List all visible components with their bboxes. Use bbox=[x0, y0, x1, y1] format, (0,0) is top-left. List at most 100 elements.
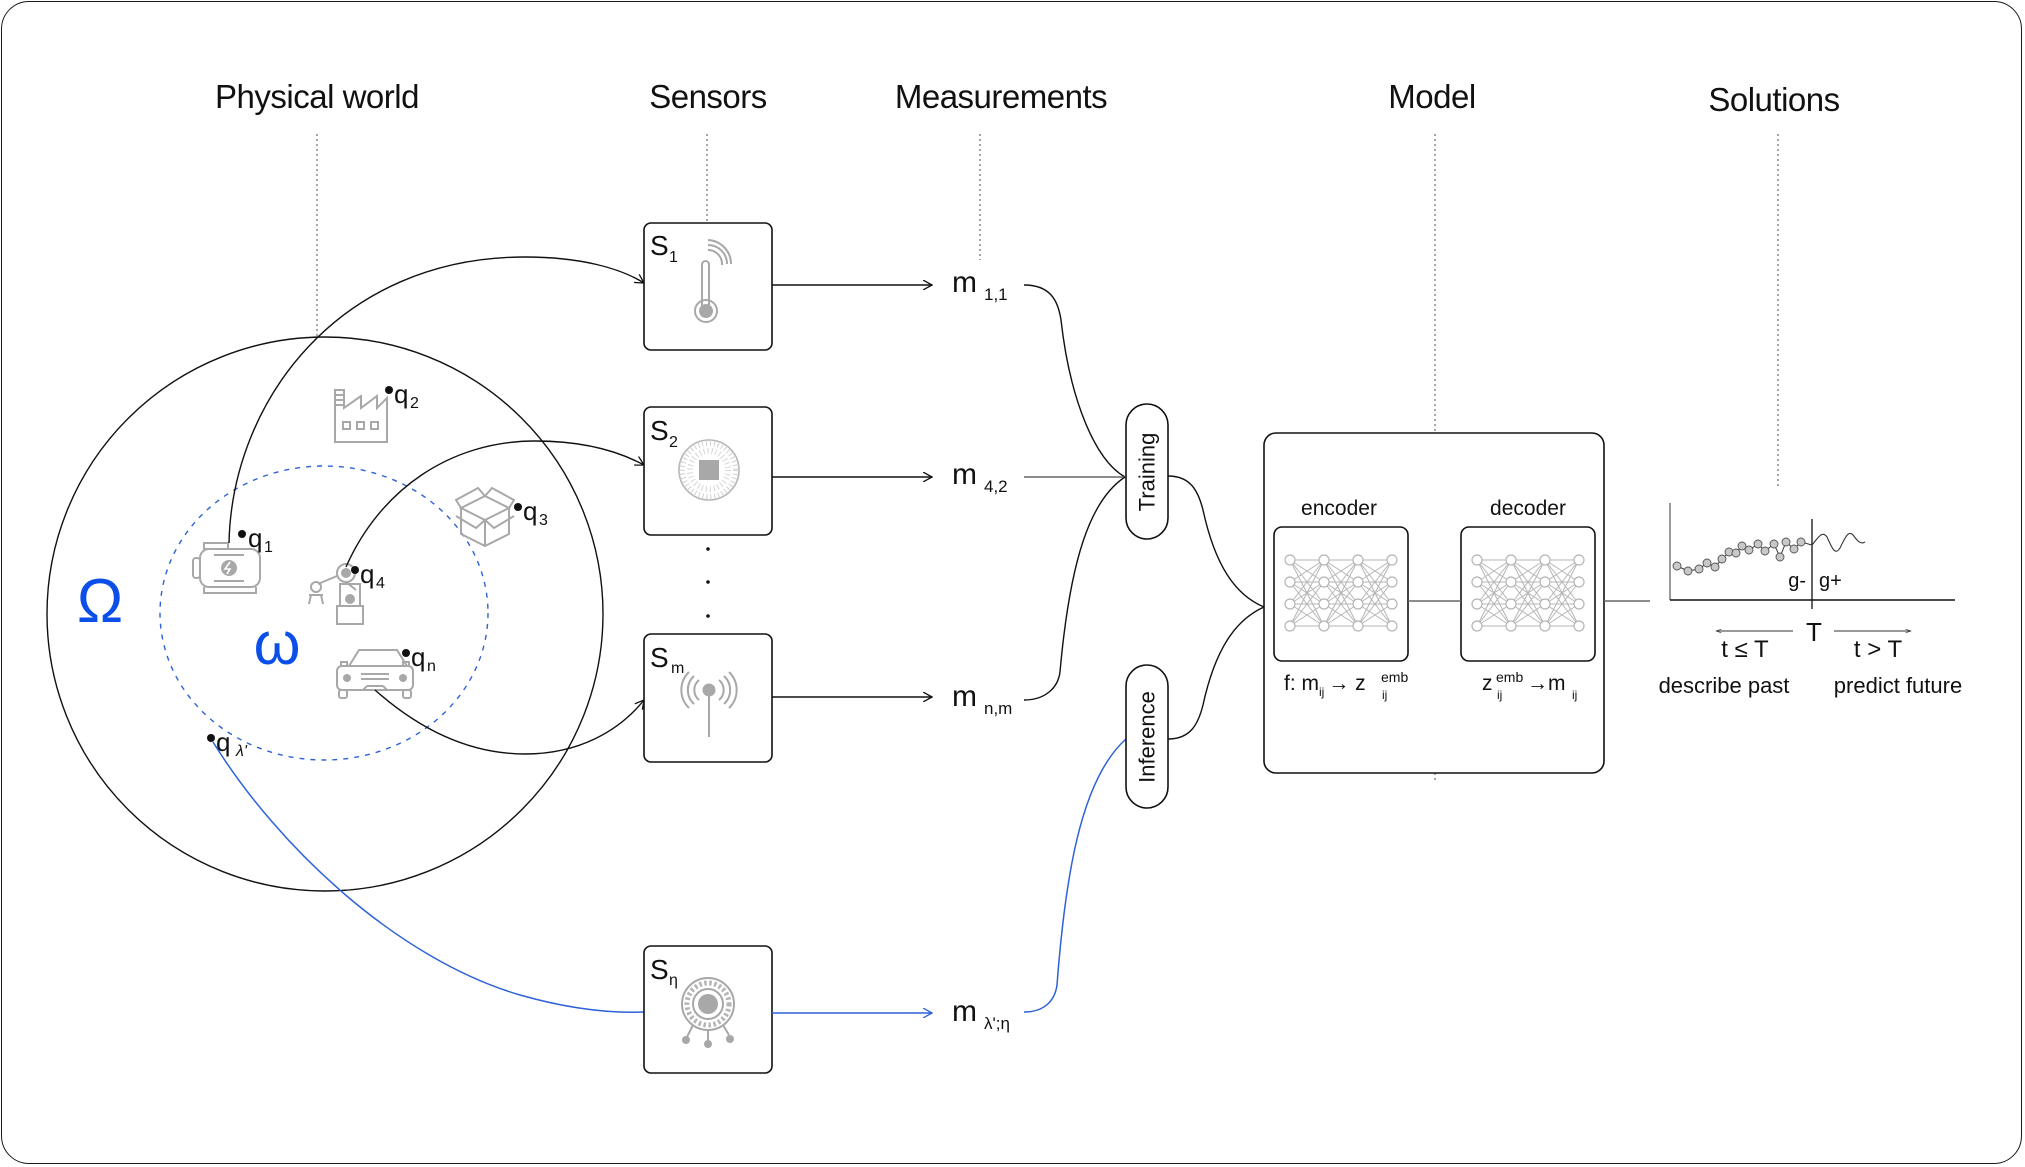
solutions-chart: g- g+ T t ≤ T t > T describe past predic… bbox=[1659, 503, 1962, 698]
describe-past-label: describe past bbox=[1659, 673, 1790, 698]
measurement-m-lambda-eta: m λ';η bbox=[952, 995, 1010, 1033]
sensor-s-eta[interactable]: S η bbox=[643, 945, 773, 1074]
svg-text:emb: emb bbox=[1496, 669, 1523, 685]
factory-icon bbox=[334, 389, 388, 443]
nn-edge bbox=[1323, 559, 1359, 583]
sensor-s2[interactable]: S 2 bbox=[643, 406, 773, 536]
sensor-s1[interactable]: S 1 bbox=[643, 222, 773, 351]
svg-text:Inference: Inference bbox=[1135, 691, 1160, 783]
svg-text:S: S bbox=[650, 230, 669, 261]
svg-text:2: 2 bbox=[410, 395, 419, 412]
svg-text:ij: ij bbox=[1382, 688, 1387, 702]
past-series-point bbox=[1775, 552, 1785, 562]
svg-text:q: q bbox=[216, 727, 230, 757]
svg-text:λ': λ' bbox=[235, 743, 248, 760]
nn-node bbox=[1471, 554, 1483, 566]
point-q3: q 3 bbox=[514, 496, 548, 529]
nn-node bbox=[1318, 554, 1330, 566]
inference-phase[interactable]: Inference bbox=[1125, 664, 1169, 809]
nn-node bbox=[1505, 620, 1517, 632]
robot-arm-icon bbox=[308, 563, 364, 625]
svg-text:η: η bbox=[669, 972, 678, 989]
nn-edge bbox=[1476, 581, 1512, 627]
svg-text:4,2: 4,2 bbox=[984, 477, 1008, 496]
domain-omega-circle bbox=[46, 336, 604, 892]
nn-node bbox=[1284, 620, 1296, 632]
nn-node bbox=[1539, 598, 1551, 610]
link-training-to-model bbox=[1167, 475, 1265, 608]
svg-text:1: 1 bbox=[264, 539, 273, 556]
past-series-points bbox=[1672, 537, 1806, 576]
sensor-sm[interactable]: S m bbox=[643, 633, 773, 763]
nn-node bbox=[1352, 620, 1364, 632]
svg-text:m: m bbox=[671, 660, 684, 677]
past-series-point bbox=[1789, 544, 1799, 554]
chip-sensor-icon bbox=[678, 439, 740, 501]
nn-node bbox=[1505, 554, 1517, 566]
nn-node bbox=[1573, 554, 1585, 566]
nn-node bbox=[1505, 598, 1517, 610]
nn-edge bbox=[1476, 603, 1512, 627]
antenna-icon bbox=[680, 671, 738, 737]
nn-node bbox=[1386, 620, 1398, 632]
svg-text:S: S bbox=[650, 954, 669, 985]
past-series-point bbox=[1717, 554, 1727, 564]
nn-edge bbox=[1476, 559, 1512, 627]
svg-text:S: S bbox=[650, 642, 669, 673]
measurement-mnm: m n,m bbox=[952, 680, 1012, 718]
omega-small-label: ω bbox=[254, 610, 301, 677]
nn-edge bbox=[1357, 559, 1393, 605]
nn-node bbox=[1386, 598, 1398, 610]
svg-text:q: q bbox=[360, 559, 374, 589]
encoder-formula: f: mij→ z ij emb bbox=[1284, 669, 1408, 702]
nn-node bbox=[1386, 576, 1398, 588]
subdomain-omega-ellipse bbox=[159, 465, 489, 761]
nn-edge bbox=[1510, 559, 1546, 583]
past-condition: t ≤ T bbox=[1721, 636, 1769, 663]
nn-edge bbox=[1323, 559, 1359, 605]
nn-node bbox=[1284, 576, 1296, 588]
svg-text:3: 3 bbox=[539, 512, 548, 529]
svg-text:4: 4 bbox=[376, 575, 385, 592]
nn-edge bbox=[1289, 559, 1325, 605]
past-series-point bbox=[1769, 539, 1779, 549]
g-plus-label: g+ bbox=[1819, 570, 1842, 592]
header-measurements: Measurements bbox=[895, 78, 1107, 115]
nn-node bbox=[1573, 620, 1585, 632]
measurement-m11: m 1,1 bbox=[952, 266, 1008, 304]
link-qn-to-sm bbox=[374, 689, 644, 755]
T-label: T bbox=[1806, 617, 1822, 647]
decoder-formula: z ij emb →m ij bbox=[1482, 669, 1577, 702]
point-q1: q 1 bbox=[238, 523, 273, 556]
past-series-point bbox=[1731, 548, 1741, 558]
nn-node bbox=[1573, 576, 1585, 588]
svg-text:1,1: 1,1 bbox=[984, 285, 1008, 304]
point-q2: q 2 bbox=[385, 379, 419, 412]
nn-edge bbox=[1510, 559, 1546, 627]
nn-node bbox=[1471, 620, 1483, 632]
past-series-point bbox=[1702, 558, 1712, 568]
svg-text:2: 2 bbox=[669, 434, 678, 451]
svg-text:Training: Training bbox=[1135, 433, 1160, 512]
point-q-lambda: q λ' bbox=[207, 727, 248, 760]
svg-text:m: m bbox=[952, 266, 977, 299]
nn-edge bbox=[1544, 559, 1580, 627]
training-phase[interactable]: Training bbox=[1125, 403, 1169, 540]
nn-node bbox=[1352, 598, 1364, 610]
sensor-ellipsis bbox=[706, 547, 710, 618]
nn-node bbox=[1284, 598, 1296, 610]
nn-edge bbox=[1510, 559, 1546, 605]
svg-text:n,m: n,m bbox=[984, 699, 1012, 718]
nn-edge bbox=[1323, 603, 1359, 627]
nn-edge bbox=[1544, 581, 1580, 627]
past-series-point bbox=[1672, 561, 1682, 571]
nn-edge bbox=[1476, 559, 1512, 605]
point-qn: q n bbox=[402, 642, 436, 675]
motor-icon bbox=[192, 542, 261, 594]
link-q4-to-s2 bbox=[345, 440, 644, 568]
nn-node bbox=[1386, 554, 1398, 566]
nn-edge bbox=[1510, 603, 1546, 627]
future-condition: t > T bbox=[1854, 636, 1903, 663]
nn-node bbox=[1318, 620, 1330, 632]
svg-text:m: m bbox=[952, 995, 977, 1028]
